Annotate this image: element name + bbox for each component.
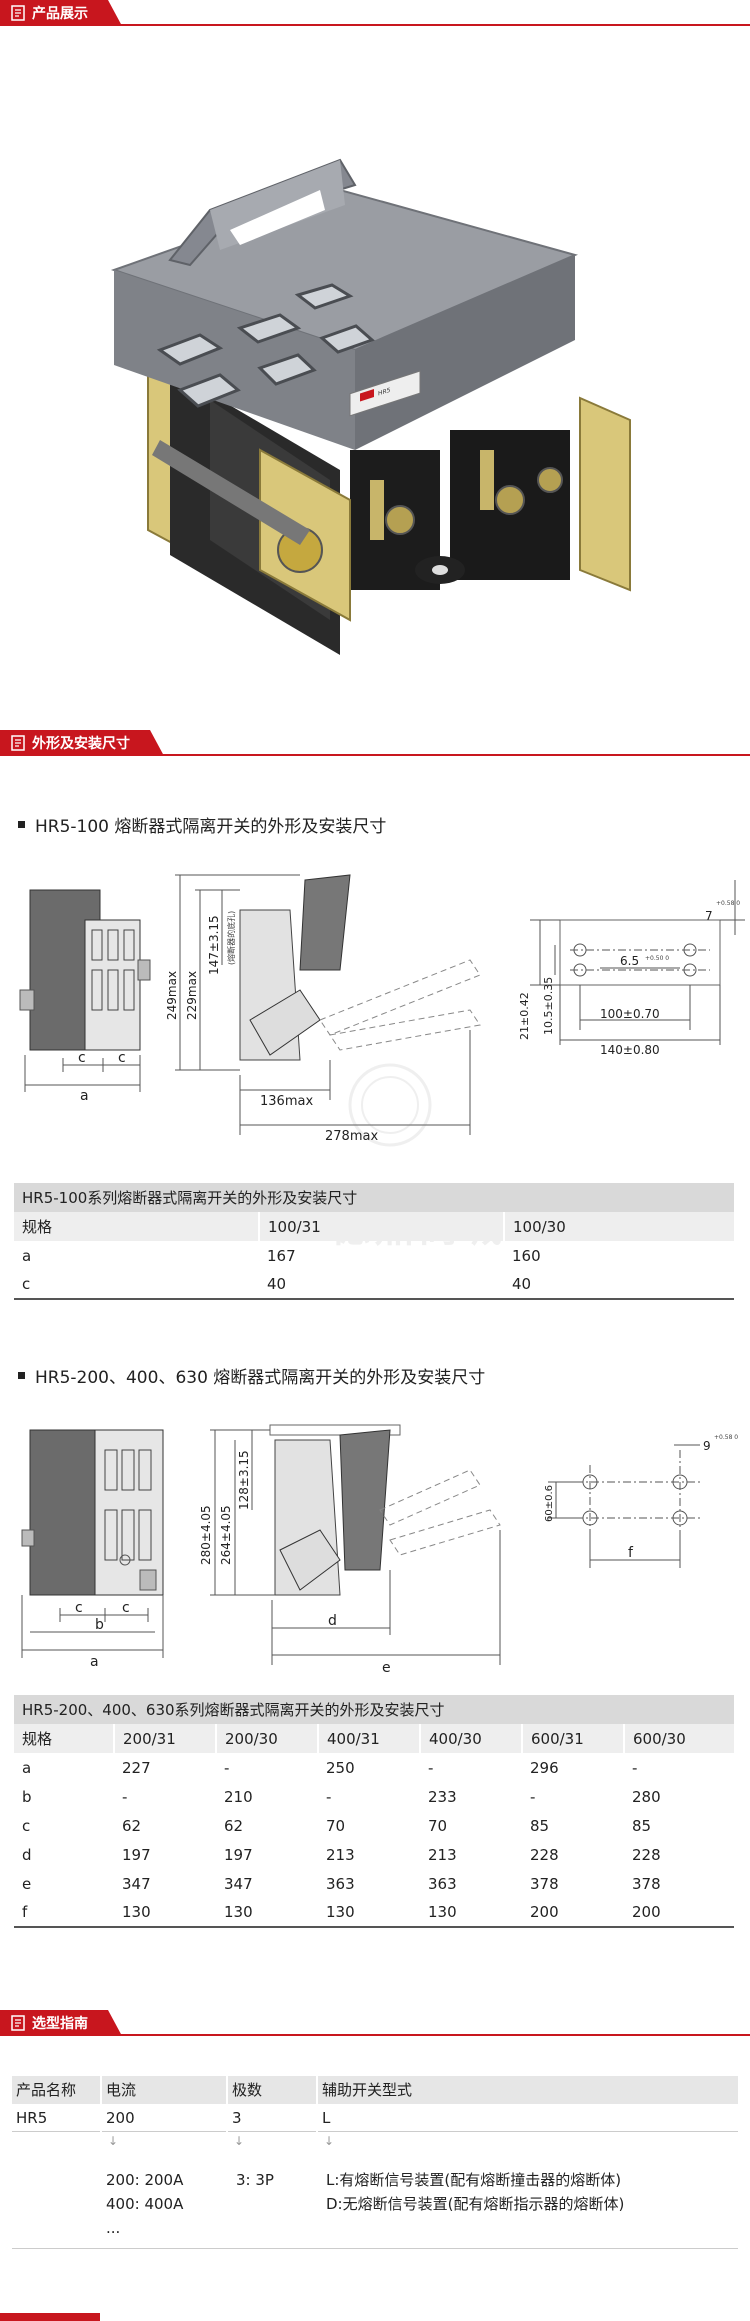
section-title: 外形及安装尺寸 (32, 736, 130, 752)
svg-text:d: d (328, 1613, 337, 1629)
selection-value-row: HR5 200 3 L (12, 2104, 738, 2132)
arrow-down-icon: ↓ (234, 2134, 245, 2148)
document-icon (10, 2015, 26, 2031)
svg-text:264±4.05: 264±4.05 (219, 1505, 233, 1565)
table-caption: HR5-200、400、630系列熔断器式隔离开关的外形及安装尺寸 (14, 1695, 734, 1724)
hr5-200-table: HR5-200、400、630系列熔断器式隔离开关的外形及安装尺寸 规格 200… (14, 1695, 734, 1928)
table-row: b-210-233-280 (22, 1787, 661, 1806)
svg-text:c: c (78, 1050, 86, 1066)
bullet-square (18, 821, 25, 828)
hr5-200-drawing: c b c a 280±4.05 264±4.05 128±3.15 d e 6… (21, 1424, 738, 1676)
section-tab: 选型指南 (0, 2010, 122, 2036)
product-image: HR5 (110, 158, 631, 655)
svg-text:280±4.05: 280±4.05 (199, 1505, 213, 1565)
pole-options: 3: 3P (236, 2171, 274, 2189)
document-icon (10, 5, 26, 21)
svg-text:9: 9 (703, 1439, 711, 1453)
svg-text:c: c (75, 1600, 83, 1616)
svg-text:a: a (80, 1088, 89, 1104)
svg-text:21±0.42: 21±0.42 (518, 992, 531, 1040)
table-row: a 167 160 (22, 1246, 541, 1265)
svg-text:c: c (118, 1050, 126, 1066)
svg-text:b: b (95, 1617, 104, 1633)
svg-text:7: 7 (705, 909, 713, 923)
svg-text:a: a (90, 1654, 99, 1670)
svg-text:e: e (382, 1660, 391, 1676)
section-title: 产品展示 (32, 6, 88, 22)
svg-text:128±3.15: 128±3.15 (237, 1450, 251, 1510)
section-title: 选型指南 (32, 2016, 88, 2032)
svg-text:60±0.6: 60±0.6 (544, 1485, 555, 1522)
svg-text:140±0.80: 140±0.80 (600, 1043, 660, 1057)
table-row: c 40 40 (14, 1270, 734, 1300)
hr5-100-title: HR5-100 熔断器式隔离开关的外形及安装尺寸 (18, 812, 386, 837)
current-options: 200: 200A 400: 400A ... (106, 2171, 184, 2237)
selection-guide: 产品名称 电流 极数 辅助开关型式 HR5 200 3 L ↓ ↓ ↓ 200:… (12, 2076, 738, 2249)
divider (12, 2248, 738, 2249)
svg-text:(熔断器的底孔): (熔断器的底孔) (226, 911, 236, 965)
section-tab: 产品展示 (0, 0, 122, 26)
svg-text:278max: 278max (325, 1129, 378, 1144)
svg-text:10.5±0.35: 10.5±0.35 (542, 977, 555, 1035)
section-tab: 外形及安装尺寸 (0, 730, 164, 756)
svg-text:c: c (122, 1600, 130, 1616)
watermark-logo (348, 1063, 432, 1147)
hr5-100-table: HR5-100系列熔断器式隔离开关的外形及安装尺寸 规格 100/31 100/… (14, 1183, 734, 1300)
table-caption: HR5-100系列熔断器式隔离开关的外形及安装尺寸 (14, 1183, 734, 1212)
arrow-down-icon: ↓ (324, 2134, 335, 2148)
svg-text:229max: 229max (185, 971, 199, 1020)
bullet-square (18, 1372, 25, 1379)
hr5-100-drawing: c c a 249max 229max 147±3.15 (熔断器的底孔) 13… (19, 874, 745, 1144)
arrow-down-icon: ↓ (108, 2134, 119, 2148)
svg-text:147±3.15: 147±3.15 (207, 915, 221, 975)
svg-text:136max: 136max (260, 1094, 313, 1109)
section-header-dimensions: 外形及安装尺寸 (0, 730, 750, 756)
section-header-selection: 选型指南 (0, 2010, 750, 2036)
aux-options: L:有熔断信号装置(配有熔断撞击器的熔断体) D:无熔断信号装置(配有熔断指示器… (326, 2171, 625, 2213)
svg-text:6.5: 6.5 (620, 954, 639, 968)
bottom-accent-bar (0, 2313, 100, 2321)
svg-text:+0.58 0: +0.58 0 (714, 1434, 738, 1441)
svg-text:+0.50 0: +0.50 0 (645, 955, 669, 962)
svg-text:100±0.70: 100±0.70 (600, 1007, 660, 1021)
product-label-text: HR5 (378, 387, 391, 398)
selection-header-row: 产品名称 电流 极数 辅助开关型式 (12, 2076, 738, 2104)
svg-text:249max: 249max (165, 971, 179, 1020)
svg-text:f: f (628, 1545, 634, 1561)
document-icon (10, 735, 26, 751)
section-header-display: 产品展示 (0, 0, 750, 26)
svg-text:+0.58 0: +0.58 0 (716, 900, 740, 907)
hr5-200-title: HR5-200、400、630 熔断器式隔离开关的外形及安装尺寸 (18, 1363, 485, 1388)
